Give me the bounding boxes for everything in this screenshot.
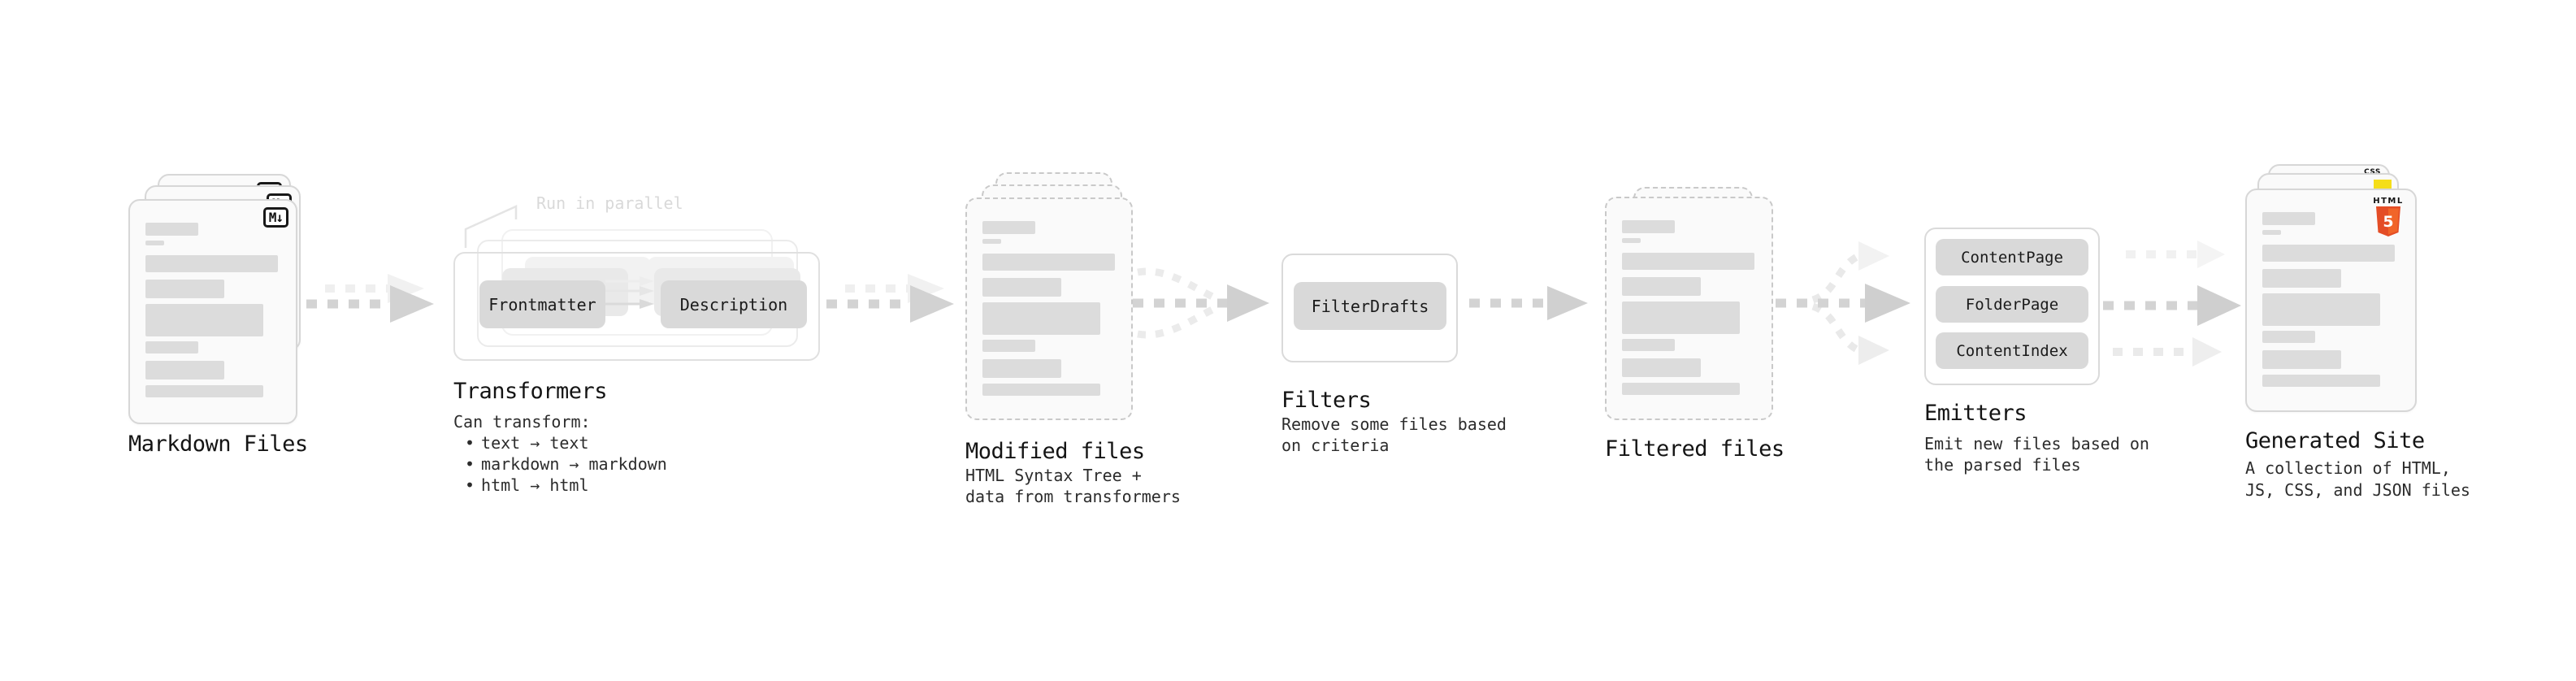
stage-label-markdown-files: Markdown Files	[128, 432, 308, 457]
transformers-bullet: • markdown → markdown	[453, 453, 667, 475]
filters-group-box: FilterDrafts	[1281, 254, 1458, 362]
transformers-description: Can transform: • text → text • markdown → …	[453, 411, 667, 496]
pill-flow-arrows	[605, 276, 654, 309]
flow-arrow-filters-to-filtered	[1469, 286, 1588, 320]
html5-icon-word: HTML	[2373, 197, 2404, 206]
flow-arrow-modified-to-filters	[1133, 267, 1269, 339]
modified-files-description: HTML Syntax Tree + data from transformer…	[965, 465, 1181, 507]
parallel-callout-line	[464, 205, 518, 248]
emitter-pill-folderpage: FolderPage	[1936, 286, 2088, 323]
document-text-placeholder	[1622, 198, 1763, 419]
run-in-parallel-note: Run in parallel	[536, 193, 683, 213]
markdown-file-card-front: M↓	[128, 199, 297, 424]
stage-label-filters: Filters	[1281, 388, 1372, 413]
filtered-file-card-front	[1605, 197, 1773, 420]
body-line: JS, CSS, and JSON files	[2245, 480, 2470, 500]
transformer-layer-box-front	[453, 252, 820, 361]
filter-pill-filterdrafts: FilterDrafts	[1294, 282, 1446, 330]
bullet-marker: •	[465, 475, 475, 495]
body-line: the parsed files	[1924, 455, 2081, 475]
filters-description: Remove some files based on criteria	[1281, 414, 1507, 456]
markdown-icon: M↓	[262, 207, 288, 228]
body-line: A collection of HTML,	[2245, 458, 2451, 478]
transformer-pill-description: Description	[661, 280, 807, 328]
stage-label-filtered-files: Filtered files	[1605, 436, 1785, 462]
stage-label-transformers: Transformers	[453, 379, 608, 404]
emitters-group-box: ContentPage FolderPage ContentIndex	[1924, 228, 2100, 385]
transformer-pill-frontmatter: Frontmatter	[479, 280, 605, 328]
body-line: Remove some files based	[1281, 414, 1507, 434]
body-line: HTML Syntax Tree +	[965, 466, 1142, 485]
bullet-text: html → html	[481, 475, 589, 495]
emitter-pill-contentindex: ContentIndex	[1936, 332, 2088, 369]
bullet-marker: •	[465, 433, 475, 453]
stage-label-modified-files: Modified files	[965, 439, 1145, 464]
stage-label-emitters: Emitters	[1924, 401, 2027, 426]
flow-arrow-emitters-to-site	[2103, 241, 2241, 367]
document-text-placeholder	[2262, 190, 2407, 410]
flow-arrow-transformers-to-modified	[826, 274, 954, 323]
transformers-bullet: • text → text	[453, 432, 667, 453]
emitter-pill-contentpage: ContentPage	[1936, 239, 2088, 275]
transformers-body-heading: Can transform:	[453, 412, 591, 432]
flow-arrow-markdown-to-transformers	[306, 274, 434, 323]
bullet-marker: •	[465, 454, 475, 474]
html5-icon-number: 5	[2383, 213, 2393, 231]
body-line: data from transformers	[965, 487, 1181, 506]
generated-site-description: A collection of HTML, JS, CSS, and JSON …	[2245, 458, 2470, 501]
flow-arrow-filtered-to-emitters	[1776, 241, 1910, 365]
document-text-placeholder	[982, 199, 1123, 419]
bullet-text: text → text	[481, 433, 589, 453]
html5-shield: 5	[2376, 206, 2400, 236]
modified-file-card-front	[965, 197, 1133, 420]
stage-label-generated-site: Generated Site	[2245, 428, 2425, 453]
body-line: on criteria	[1281, 436, 1390, 455]
emitters-description: Emit new files based on the parsed files	[1924, 433, 2149, 475]
html5-icon: HTML 5	[2370, 197, 2407, 237]
generated-file-card-html: HTML 5	[2245, 189, 2417, 412]
bullet-text: markdown → markdown	[481, 454, 667, 474]
transformers-bullet: • html → html	[453, 475, 667, 496]
body-line: Emit new files based on	[1924, 434, 2149, 453]
document-text-placeholder	[145, 201, 288, 423]
css-icon-label: CSS	[2364, 168, 2381, 176]
